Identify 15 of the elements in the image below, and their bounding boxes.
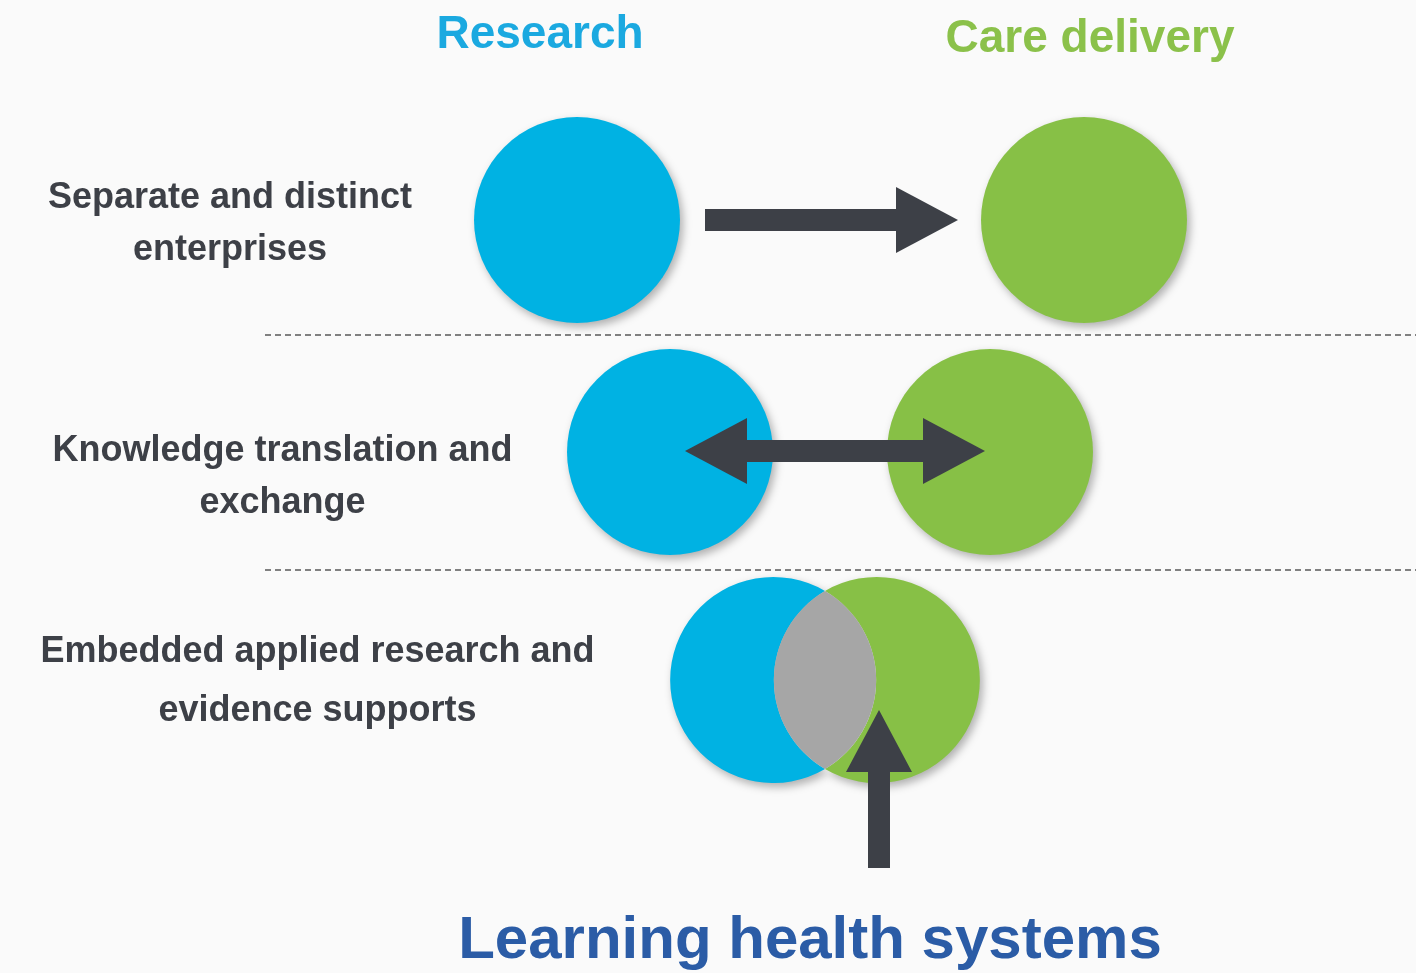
circle (981, 117, 1187, 323)
row-label: Knowledge translation and exchange (51, 427, 514, 523)
column-heading: Research (435, 5, 645, 60)
double-arrow (685, 418, 985, 484)
title-text: Learning health systems (380, 905, 1240, 971)
arrow (846, 710, 912, 868)
circle (474, 117, 680, 323)
column-heading: Care delivery (944, 9, 1236, 64)
circle (887, 349, 1093, 555)
circle (567, 349, 773, 555)
crescent (670, 577, 825, 783)
row-label: Separate and distinct enterprises (46, 174, 414, 270)
arrow (705, 187, 958, 253)
overlap-lens (774, 591, 876, 769)
row-label: Embedded applied research and evidence supports (39, 628, 596, 731)
